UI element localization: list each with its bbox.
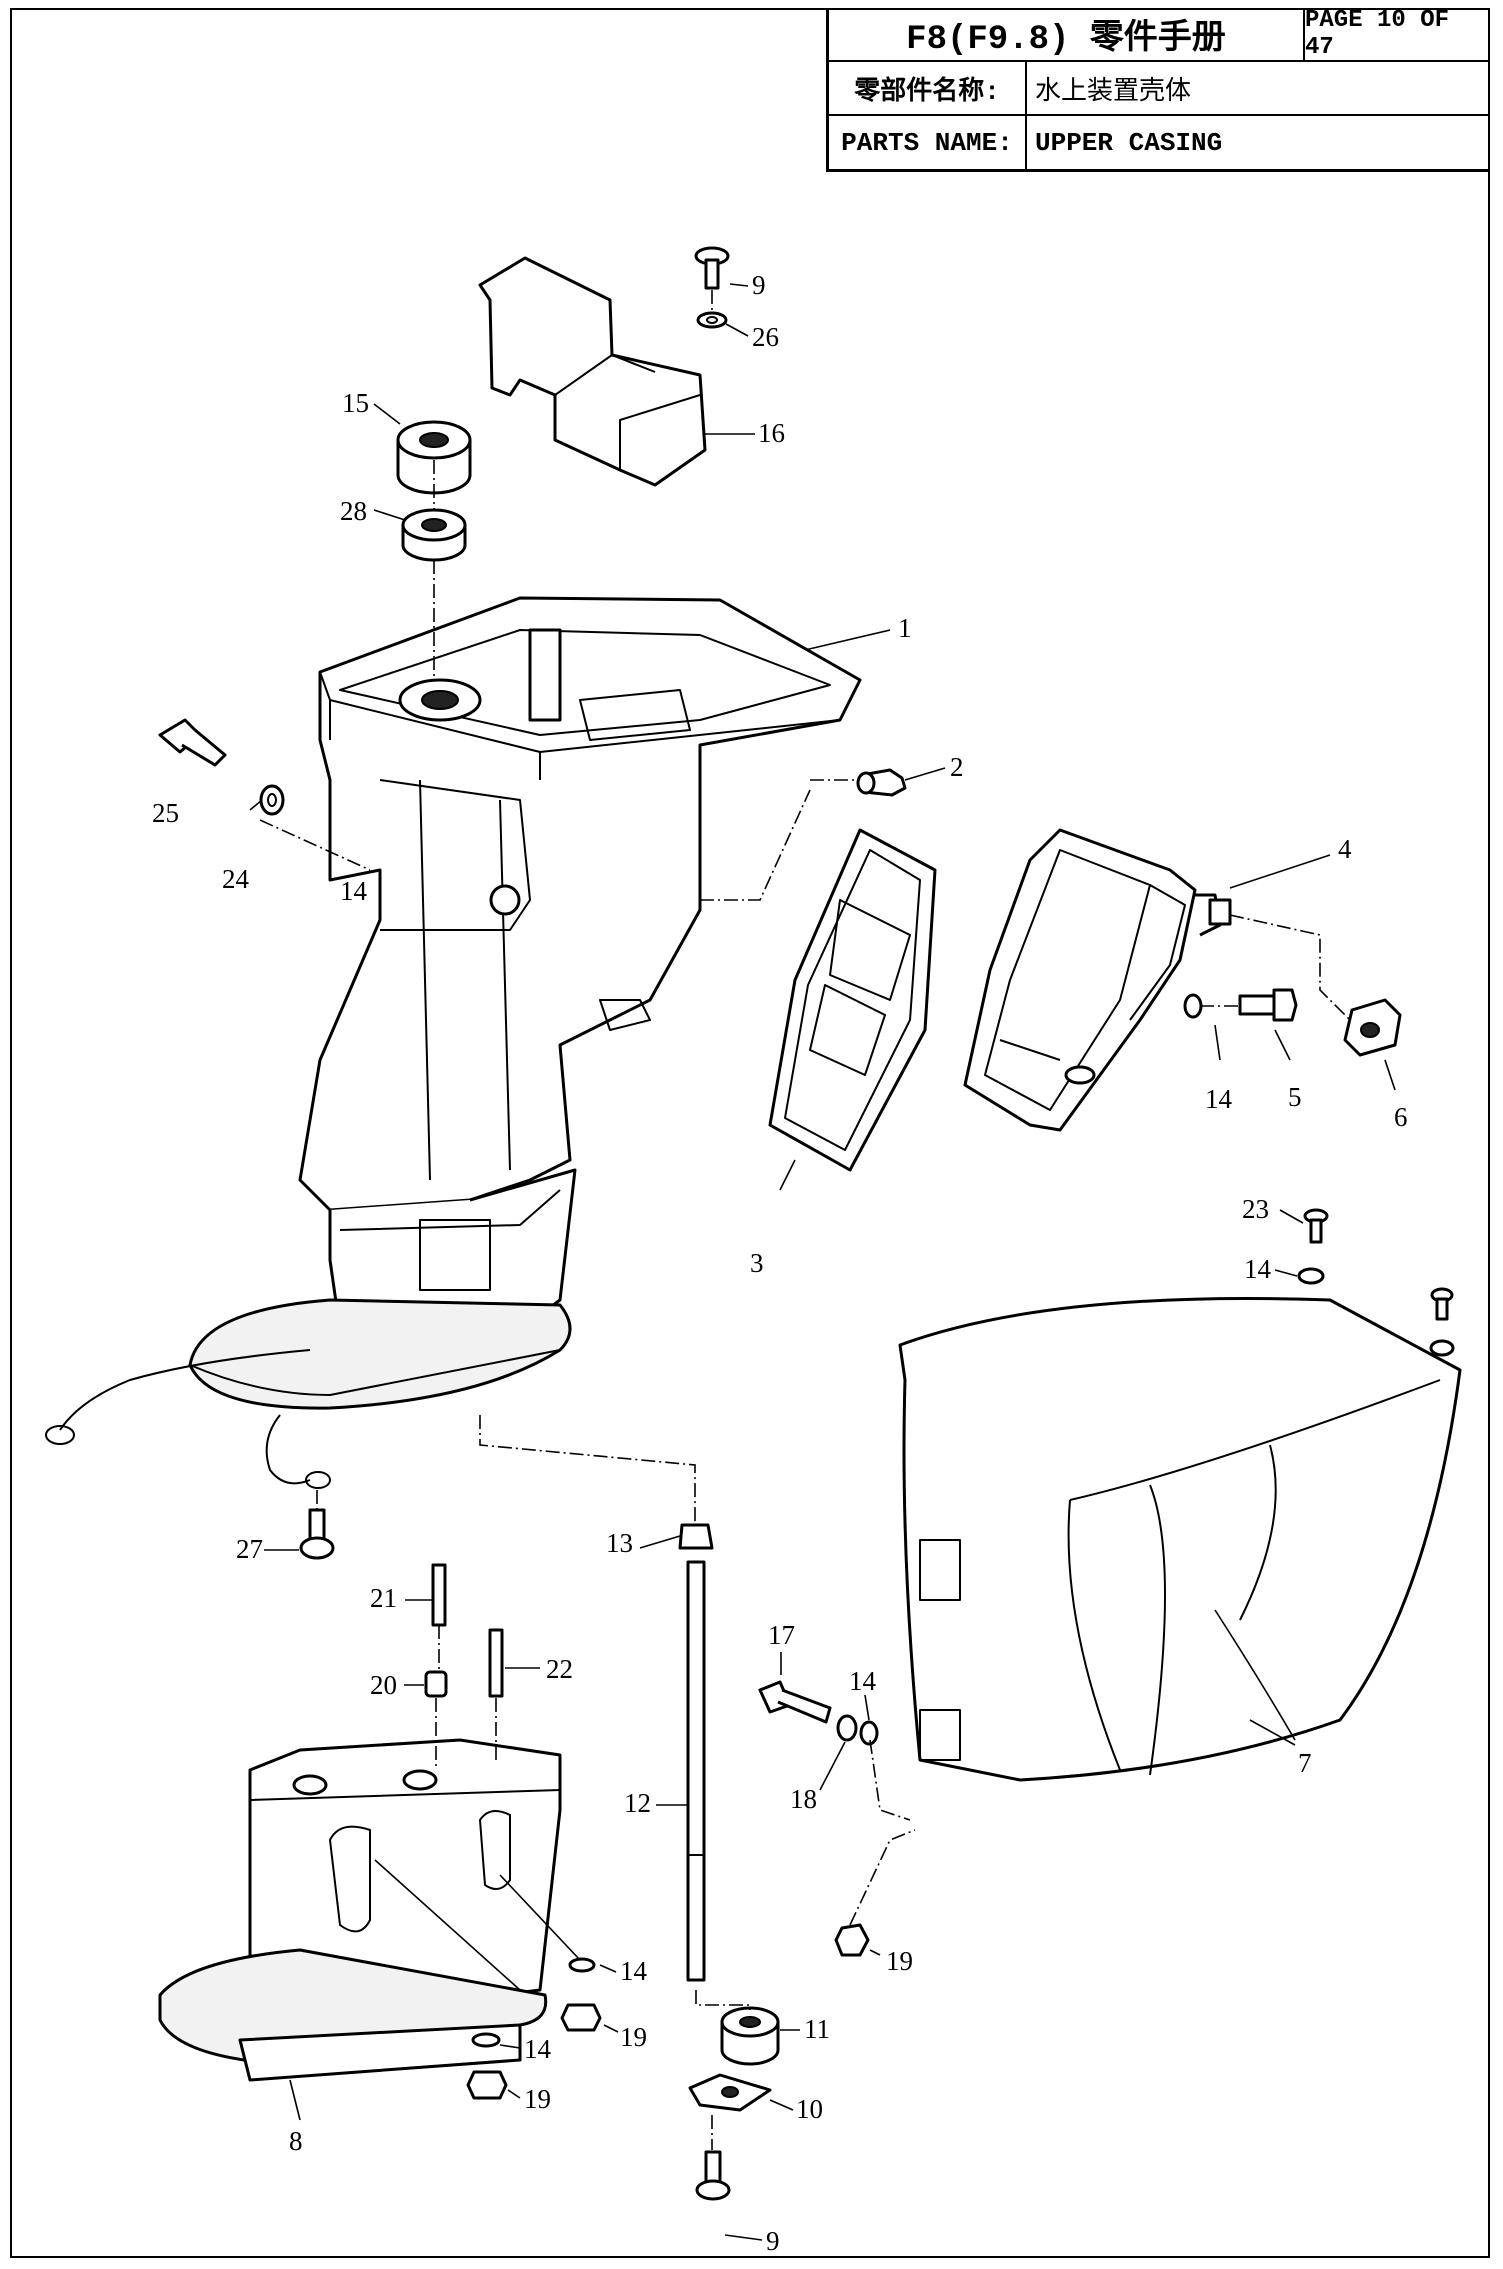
part-11-grommet <box>720 2006 780 2066</box>
callout-11: 11 <box>804 2014 830 2044</box>
part-14-washer-b <box>1297 1267 1325 1285</box>
callout-27: 27 <box>236 1534 263 1564</box>
callout-19-a: 19 <box>886 1946 913 1976</box>
part-19-nut-b <box>466 2070 508 2100</box>
part-23-screw <box>1303 1208 1329 1244</box>
title-block: F8(F9.8) 零件手册 PAGE 10 OF 47 零部件名称: 水上装置壳… <box>826 7 1490 172</box>
callout-13: 13 <box>606 1528 633 1558</box>
parts-name-value-cn: 水上装置壳体 <box>1035 76 1192 107</box>
part-1-upper-casing <box>298 596 862 1332</box>
callout-18: 18 <box>790 1784 817 1814</box>
callout-14-b: 14 <box>1244 1254 1272 1284</box>
part-1-plate <box>188 1298 572 1410</box>
callout-9-top: 9 <box>752 270 766 300</box>
part-14-washer-c <box>568 1957 596 1973</box>
title-row-model: F8(F9.8) 零件手册 PAGE 10 OF 47 <box>829 7 1490 62</box>
callout-4: 4 <box>1338 834 1352 864</box>
part-26-washer <box>696 311 728 329</box>
drawing-frame <box>10 8 1490 2258</box>
part-9-screw-bottom <box>695 2150 731 2201</box>
parts-name-value-en: UPPER CASING <box>1035 127 1223 158</box>
part-19-nut-a <box>560 2003 602 2032</box>
callout-14-a: 14 <box>1205 1084 1233 1114</box>
part-23-screw-b <box>1429 1287 1455 1357</box>
callout-16: 16 <box>758 418 785 448</box>
part-8-extension-case <box>248 1738 562 2022</box>
callout-7: 7 <box>1298 1748 1312 1778</box>
part-14-washer-d <box>471 2032 501 2048</box>
part-25-bolt <box>158 718 227 767</box>
callout-14-e: 14 <box>524 2034 552 2064</box>
callout-19-b: 19 <box>620 2022 647 2052</box>
part-5-bolt <box>1238 988 1298 1022</box>
part-20-dowel <box>424 1670 448 1698</box>
leader-lines <box>249 283 1396 2241</box>
title-row-en-name: PARTS NAME: UPPER CASING <box>829 116 1490 169</box>
part-16-cover-bracket <box>478 256 707 487</box>
part-9-screw-top <box>694 246 730 290</box>
part-14-washer-e <box>859 1720 879 1746</box>
part-10-clip <box>688 2073 772 2112</box>
callout-labels: 1 2 3 4 5 6 7 8 9 9 10 11 12 13 14 14 14… <box>152 270 1408 2256</box>
callout-14-c: 14 <box>849 1666 877 1696</box>
part-24-washer <box>259 784 285 816</box>
page-number: PAGE 10 OF 47 <box>1305 7 1450 61</box>
ground-wire <box>45 1349 331 1489</box>
callout-25: 25 <box>152 798 179 828</box>
callout-2: 2 <box>950 752 964 782</box>
part-4-exhaust-cover <box>963 828 1232 1132</box>
callout-9-bottom: 9 <box>766 2226 780 2256</box>
part-12-water-tube <box>686 1560 706 1982</box>
callout-28: 28 <box>340 496 367 526</box>
title-row-cn-name: 零部件名称: 水上装置壳体 <box>829 62 1490 116</box>
callout-14-d: 14 <box>620 1956 648 1986</box>
part-15-bushing <box>396 420 472 495</box>
part-3-gasket <box>768 828 937 1172</box>
part-27-screw <box>299 1508 335 1560</box>
part-21-stud <box>431 1563 447 1627</box>
part-19-nut-c <box>834 1923 870 1957</box>
callout-17: 17 <box>768 1620 795 1650</box>
callout-10: 10 <box>796 2094 823 2124</box>
part-28-bushing <box>401 508 467 562</box>
part-2-grommet <box>856 768 907 797</box>
parts-name-label-en: PARTS NAME: <box>829 116 1027 169</box>
part-6-anode <box>1343 998 1402 1057</box>
callout-14-f: 14 <box>340 876 368 906</box>
callout-3: 3 <box>750 1248 764 1278</box>
callout-21: 21 <box>370 1583 397 1613</box>
callout-20: 20 <box>370 1670 397 1700</box>
callout-26: 26 <box>752 322 779 352</box>
parts-name-label-cn: 零部件名称: <box>829 62 1027 114</box>
model-title: F8(F9.8) 零件手册 <box>829 8 1305 60</box>
callout-24: 24 <box>222 864 250 894</box>
callout-6: 6 <box>1394 1102 1408 1132</box>
part-22-stud <box>488 1628 504 1698</box>
callout-5: 5 <box>1288 1082 1302 1112</box>
part-17-bolt <box>758 1680 832 1724</box>
part-14-washer-a <box>1183 993 1203 1019</box>
callout-19-c: 19 <box>524 2084 551 2114</box>
callout-8: 8 <box>289 2126 303 2156</box>
part-8-plate <box>158 1948 548 2082</box>
callout-23: 23 <box>1242 1194 1269 1224</box>
callout-22: 22 <box>546 1654 573 1684</box>
callout-1: 1 <box>898 613 912 643</box>
part-13-grommet <box>678 1523 714 1550</box>
part-7-lower-cowl <box>898 1296 1462 1782</box>
callout-12: 12 <box>624 1788 651 1818</box>
assembly-lines <box>259 290 1351 2150</box>
part-18-washer <box>836 1714 858 1742</box>
callout-15: 15 <box>342 388 369 418</box>
